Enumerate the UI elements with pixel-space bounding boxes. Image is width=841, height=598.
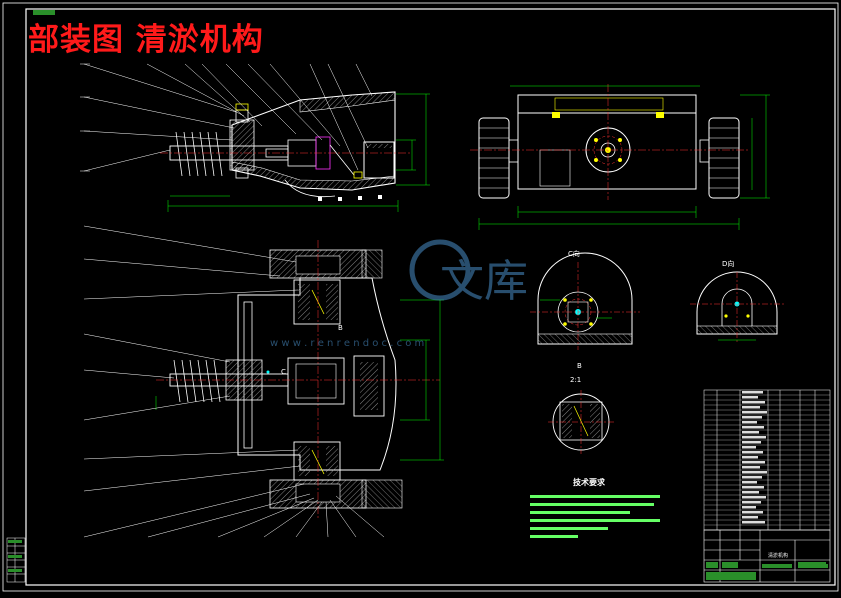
parts-list-entry — [742, 461, 765, 464]
parts-list-entry — [742, 411, 767, 414]
parts-list-entry — [742, 516, 758, 519]
watermark-url: w w w . r e n r e n d o c . c o m — [270, 338, 424, 349]
leader-lines-plan — [83, 225, 385, 538]
front-view — [470, 84, 770, 230]
section-label-c: C — [281, 368, 286, 376]
parts-list-entry — [742, 426, 764, 429]
parts-list-entry — [742, 476, 762, 479]
parts-list-rows — [704, 391, 830, 526]
watermark-text: 文库 — [440, 256, 528, 307]
view-c: C向 — [530, 249, 640, 350]
parts-list-entry — [742, 486, 764, 489]
parts-list-entry — [742, 466, 760, 469]
parts-list-entry — [742, 456, 758, 459]
parts-list-entry — [742, 406, 760, 409]
parts-list-entry — [742, 391, 763, 394]
parts-list-entry — [742, 416, 762, 419]
drawing-number-cell — [798, 562, 826, 568]
parts-list-entry — [742, 501, 761, 504]
parts-list-entry — [742, 396, 758, 399]
parts-list-entry — [742, 496, 766, 499]
left-stamp-table — [6, 537, 26, 583]
title-block — [703, 529, 831, 583]
parts-list-entry — [742, 436, 766, 439]
parts-list-entry — [742, 431, 759, 434]
parts-list-entry — [742, 506, 756, 509]
parts-list-entry — [742, 471, 767, 474]
parts-list-entry — [742, 421, 757, 424]
detail-b-scale: 2:1 — [570, 376, 581, 384]
leader-lines-top — [80, 63, 373, 172]
parts-list-entry — [742, 401, 765, 404]
watermark: 文库 w w w . r e n r e n d o c . c o m — [270, 239, 528, 349]
parts-list-entry — [742, 446, 756, 449]
drawing-title: 部装图 清淤机构 — [28, 22, 264, 58]
parts-list-entry — [742, 481, 757, 484]
parts-list-entry — [742, 451, 763, 454]
section-label-b: B — [338, 324, 343, 332]
parts-list-entry — [742, 521, 765, 524]
parts-list-entry — [742, 511, 763, 514]
inner-frame — [25, 8, 836, 586]
top-left-stamp — [33, 10, 55, 15]
tech-requirements-title: 技术要求 — [573, 477, 606, 487]
detail-b: B 2:1 — [548, 362, 614, 454]
view-d-label: D向 — [722, 259, 734, 268]
technical-requirements: 技术要求 — [530, 477, 660, 538]
title-block-sheet-name: 清淤机构 — [768, 552, 788, 559]
parts-list-entry — [742, 491, 759, 494]
view-c-label: C向 — [568, 249, 580, 258]
side-section-view — [160, 91, 430, 212]
view-d: D向 — [690, 259, 784, 342]
plan-section-view: C B — [155, 240, 444, 520]
parts-list-entry — [742, 441, 761, 444]
detail-b-label: B — [577, 362, 582, 370]
